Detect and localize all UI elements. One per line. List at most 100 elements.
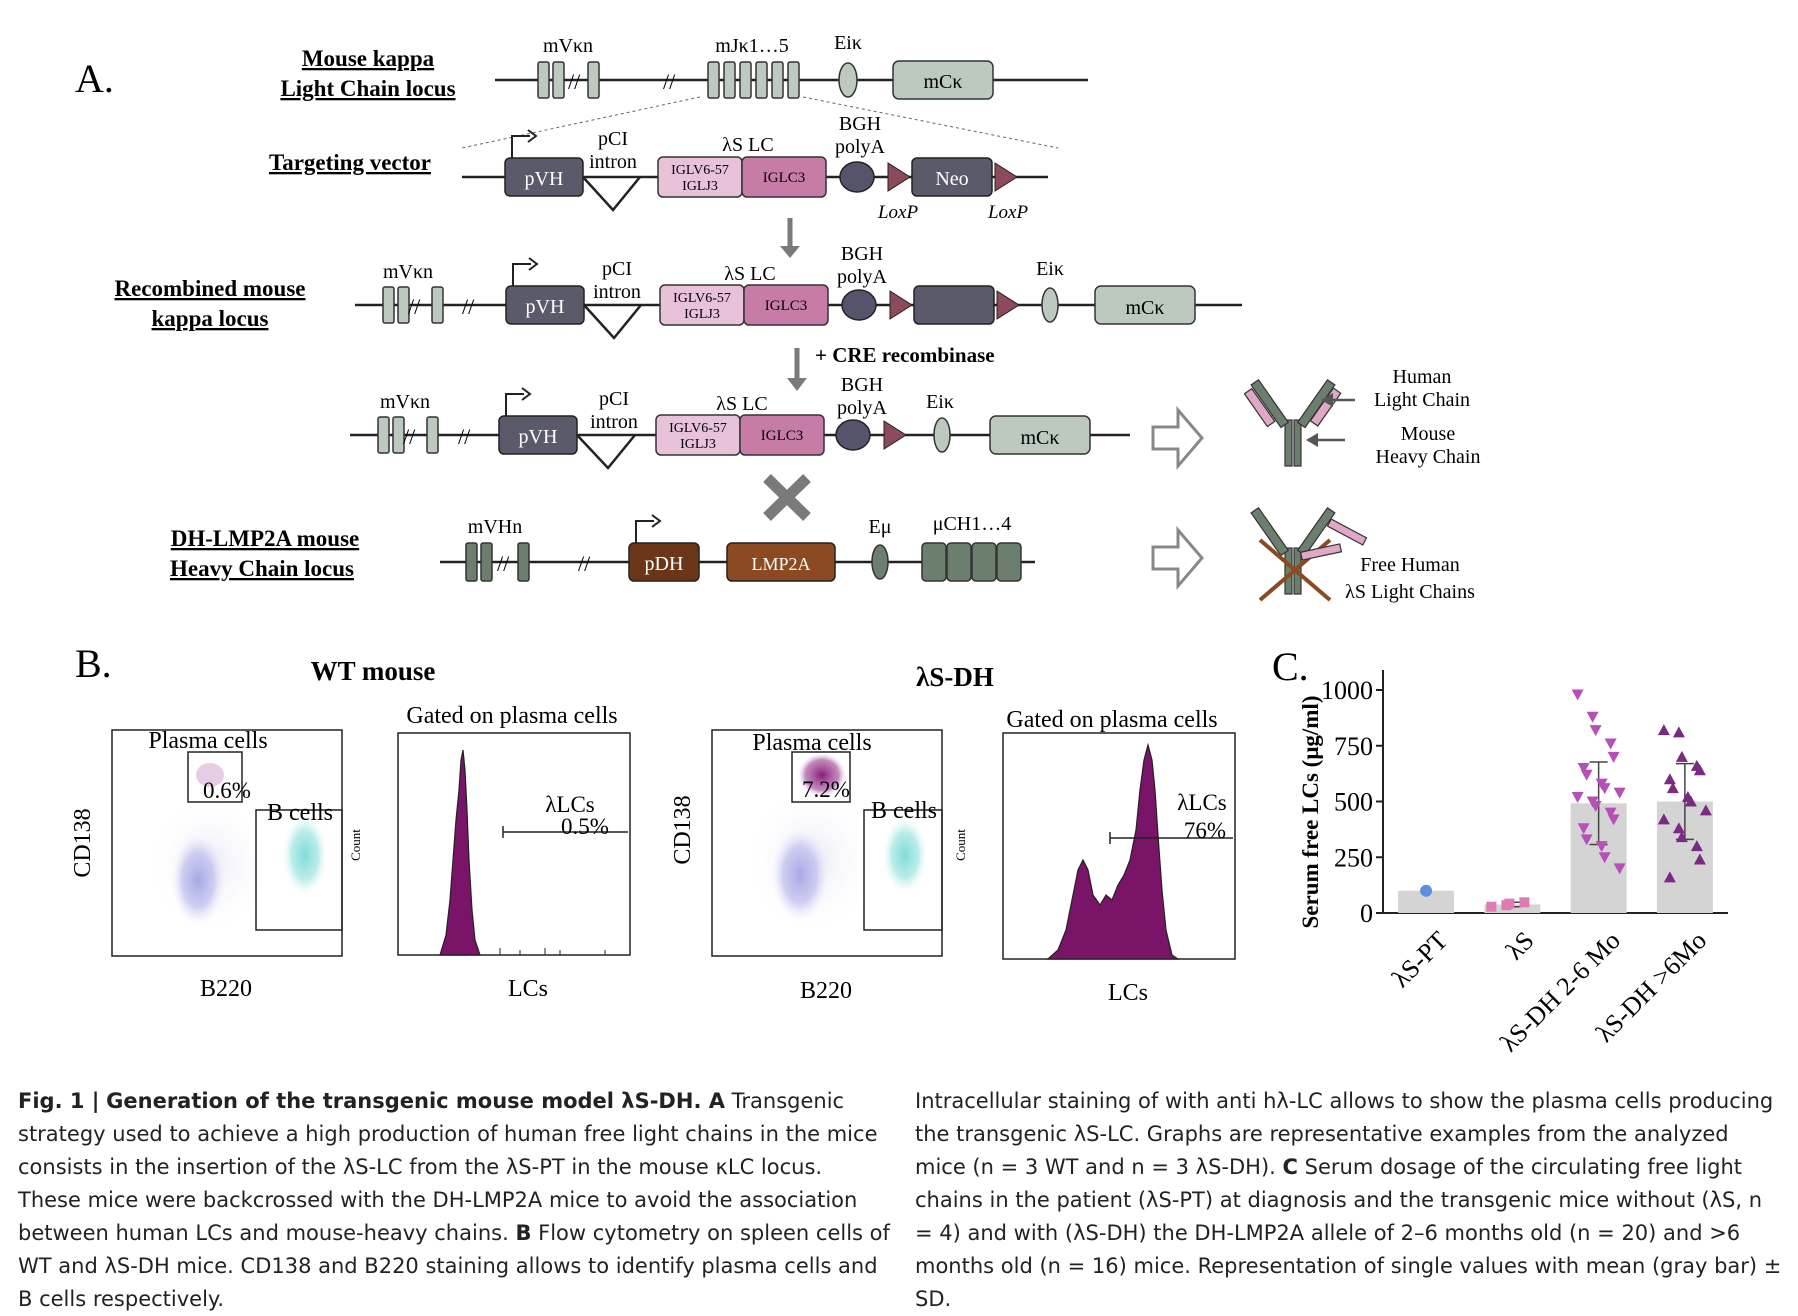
outline-arrow-icon-1 bbox=[1151, 405, 1204, 471]
caption-c-marker: C bbox=[1282, 1155, 1298, 1179]
wt-x-label: B220 bbox=[200, 976, 252, 1002]
mouse-hc-label-1: Mouse bbox=[1401, 423, 1456, 445]
chart-point bbox=[1580, 834, 1593, 846]
svg-text://: // bbox=[497, 551, 510, 576]
bgh-label-2b: polyA bbox=[837, 266, 888, 288]
chart-point bbox=[1690, 840, 1703, 852]
chart-point bbox=[1595, 841, 1608, 853]
eik-label-3: Eiκ bbox=[926, 391, 954, 413]
chart-y-tick-label: 500 bbox=[1334, 788, 1373, 817]
chart-point bbox=[1675, 750, 1688, 762]
bgh-label-3b: polyA bbox=[837, 397, 888, 419]
bgh-label-3a: BGH bbox=[841, 374, 883, 396]
chart-point bbox=[1607, 814, 1620, 826]
cross-icon bbox=[763, 474, 811, 521]
chart-point bbox=[1663, 871, 1676, 883]
post-cre-row: //// mVκn Eiκ mCκ pVH pCI intron IGLV6-5… bbox=[350, 374, 1130, 470]
chart-point bbox=[1693, 853, 1706, 865]
mck-label-2: mCκ bbox=[1126, 297, 1165, 319]
caption-text-1: Intracellular staining of with anti hλ-L… bbox=[915, 1089, 1774, 1179]
pci-label-3b: intron bbox=[590, 411, 638, 433]
chart-point bbox=[1598, 852, 1611, 864]
chart-y-tick-label: 750 bbox=[1334, 732, 1373, 761]
svg-text://: // bbox=[663, 69, 676, 94]
iglv-label-3a: IGLV6-57 bbox=[669, 421, 727, 436]
chart-point bbox=[1589, 800, 1602, 812]
svg-text://: // bbox=[458, 424, 471, 449]
chart-point bbox=[1684, 795, 1697, 807]
caption-b-marker: B bbox=[515, 1221, 532, 1245]
chart-bar bbox=[1398, 890, 1455, 913]
mvhn-label: mVHn bbox=[468, 516, 522, 538]
pci-label-3a: pCI bbox=[599, 388, 629, 410]
chart-x-tick-label: λS-PT bbox=[1386, 926, 1453, 993]
chart-point bbox=[1486, 901, 1497, 912]
eik-label-2: Eiκ bbox=[1036, 258, 1064, 280]
wt-dot-plot: Plasma cells 0.6% B cells CD138 B220 bbox=[70, 728, 343, 1002]
targeting-vector-title: Targeting vector bbox=[269, 150, 431, 175]
svg-text://: // bbox=[568, 69, 581, 94]
mouse-hc-label-2: Heavy Chain bbox=[1376, 446, 1481, 468]
dh-lmp2a-row: DH-LMP2A mouse Heavy Chain locus //// mV… bbox=[170, 513, 1035, 582]
chart-point bbox=[1607, 751, 1620, 763]
dh-title-1: DH-LMP2A mouse bbox=[171, 526, 359, 551]
lambda-s-lc-label-1: λS LC bbox=[722, 134, 773, 156]
chart-point bbox=[1657, 813, 1670, 825]
ls-dot-plot: Plasma cells 7.2% B cells CD138 B220 bbox=[670, 729, 943, 1004]
iglv-label-1a: IGLV6-57 bbox=[671, 163, 729, 178]
recombined-title-2: kappa locus bbox=[152, 306, 269, 331]
free-lc-label-1: Free Human bbox=[1360, 554, 1459, 576]
chart-bar bbox=[1484, 904, 1541, 913]
wt-histogram: Gated on plasma cells λLCs 0.5% Count LC… bbox=[348, 703, 631, 1002]
iglv-label-3b: IGLJ3 bbox=[680, 437, 716, 452]
chart-y-tick-label: 1000 bbox=[1321, 676, 1373, 705]
caption-right: Intracellular staining of with anti hλ-L… bbox=[915, 1085, 1783, 1316]
kappa-locus-title-2: Light Chain locus bbox=[280, 76, 455, 101]
ls-hist-gate-pct: 76% bbox=[1184, 818, 1226, 843]
svg-text://: // bbox=[462, 294, 475, 319]
iglv-label-2a: IGLV6-57 bbox=[673, 291, 731, 306]
chart-point bbox=[1571, 792, 1584, 804]
panel-c: C. Serum free LCs (μg/ml) 02505007501000… bbox=[1272, 644, 1728, 1057]
recombined-title-1: Recombined mouse bbox=[114, 276, 305, 301]
chart-point bbox=[1598, 783, 1611, 795]
bgh-label-1a: BGH bbox=[839, 113, 881, 135]
ls-histogram: Gated on plasma cells λLCs 76% Count LCs bbox=[953, 707, 1236, 1006]
chart-point bbox=[1519, 897, 1530, 908]
ls-hist-y-label: Count bbox=[953, 829, 968, 861]
chart-point bbox=[1675, 831, 1688, 843]
iglv-label-1b: IGLJ3 bbox=[682, 179, 718, 194]
panel-a-label: A. bbox=[75, 56, 114, 101]
pvh-label-3: pVH bbox=[519, 426, 558, 448]
chart-point bbox=[1657, 724, 1670, 736]
chart-point bbox=[1504, 898, 1515, 909]
mvkn-label-2: mVκn bbox=[383, 261, 433, 283]
lmp2a-label: LMP2A bbox=[751, 554, 810, 574]
chart-point bbox=[1699, 804, 1712, 816]
lambda-s-lc-label-2: λS LC bbox=[724, 263, 775, 285]
ls-b-cells-label: B cells bbox=[871, 798, 937, 824]
free-lc-label-2: λS Light Chains bbox=[1345, 581, 1475, 603]
chart-point bbox=[1420, 884, 1433, 897]
eik-label-1: Eiκ bbox=[834, 32, 862, 54]
chart-point bbox=[1672, 726, 1685, 738]
loxp-label-2: LoxP bbox=[987, 202, 1029, 223]
chart-point bbox=[1604, 738, 1617, 750]
neo-label: Neo bbox=[935, 168, 968, 190]
bgh-label-2a: BGH bbox=[841, 243, 883, 265]
emu-label: Eμ bbox=[869, 516, 892, 538]
iglc3-label-1: IGLC3 bbox=[763, 170, 806, 186]
chart-point bbox=[1672, 822, 1685, 834]
wt-hist-title: Gated on plasma cells bbox=[406, 703, 617, 729]
targeting-vector-row: Targeting vector pVH pCI intron IGLV6-57… bbox=[269, 113, 1048, 223]
mvkn-label-3: mVκn bbox=[380, 391, 430, 413]
chart-point bbox=[1663, 773, 1676, 785]
iglc3-label-3: IGLC3 bbox=[761, 428, 804, 444]
pci-label-1b: intron bbox=[589, 151, 637, 173]
svg-text://: // bbox=[578, 551, 591, 576]
loxp-label-1: LoxP bbox=[877, 202, 919, 223]
ls-plasma-pct: 7.2% bbox=[802, 777, 850, 802]
mjk-label: mJκ1…5 bbox=[715, 35, 788, 57]
chart-point bbox=[1613, 863, 1626, 875]
